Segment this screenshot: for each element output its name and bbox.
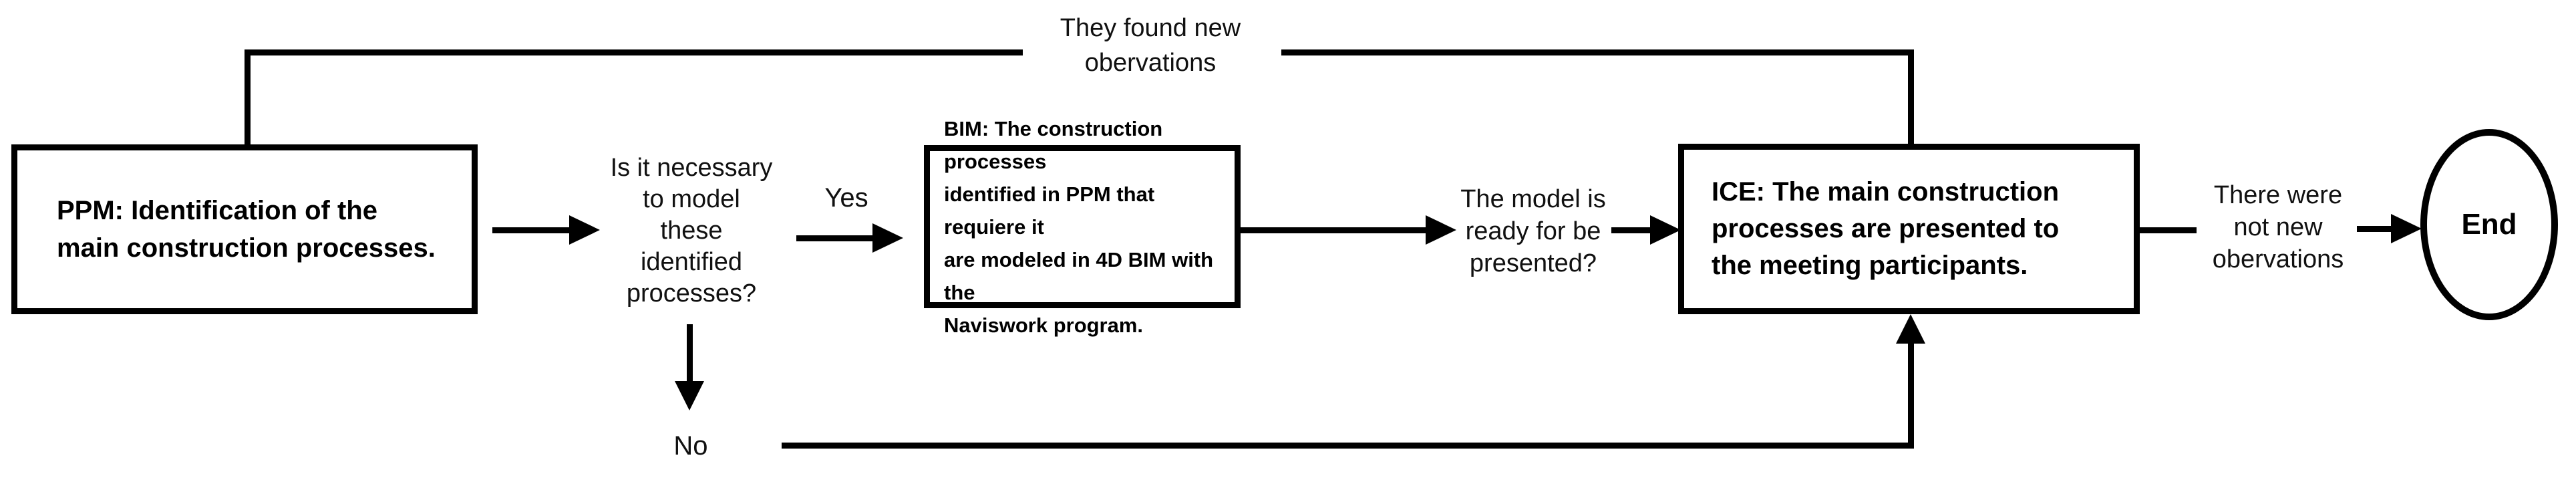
arrow-bim-to-modelready-head [1426,215,1456,245]
no-branch-label: No [673,431,708,461]
arrow-bim-to-modelready-line [1241,227,1426,233]
arrow-modelready-to-ice-head [1650,215,1681,245]
decision-question-label: Is it necessary to model these identifie… [610,154,773,308]
ppm-process-label: PPM: Identification of the main construc… [57,196,436,263]
arrow-yes-to-bim-head [872,223,903,253]
found-new-observations-label: They found new obervations [1060,14,1241,77]
arrow-nonew-to-end-head [2391,214,2422,243]
feedback-line-drop-to-ppm [245,49,251,144]
end-terminator: End [2420,129,2558,320]
arrow-ppm-to-decision-head [569,215,600,245]
ice-process-box: ICE: The main construction processes are… [1678,144,2140,314]
arrow-modelready-to-ice-line [1611,227,1651,233]
no-new-observations-label: There were not new obervations [2212,181,2344,273]
arrow-ppm-to-decision-line [492,227,572,233]
line-ice-to-nonew-label [2140,227,2197,233]
ppm-process-box: PPM: Identification of the main construc… [11,144,478,314]
arrow-nonew-to-end-line [2357,226,2392,232]
model-ready-question-label: The model is ready for be presented? [1460,185,1606,277]
end-terminator-label: End [2461,208,2517,241]
no-path-into-ice-head [1896,314,1925,344]
arrow-yes-to-bim-line [796,235,874,241]
no-path-bottom-line [782,443,1914,449]
feedback-line-top-left-segment [245,49,1023,55]
bim-process-label: BIM: The construction processes identifi… [944,116,1214,337]
bim-process-box: BIM: The construction processes identifi… [924,117,1241,337]
feedback-line-top-right-segment [1281,49,1914,55]
no-path-rise-line [1908,341,1914,449]
arrow-decision-no-drop-line [687,324,693,384]
arrow-decision-no-drop-head [675,381,704,410]
feedback-line-rise-from-ice [1908,49,1914,144]
ice-process-label: ICE: The main construction processes are… [1712,177,2060,280]
yes-branch-label: Yes [824,183,868,213]
